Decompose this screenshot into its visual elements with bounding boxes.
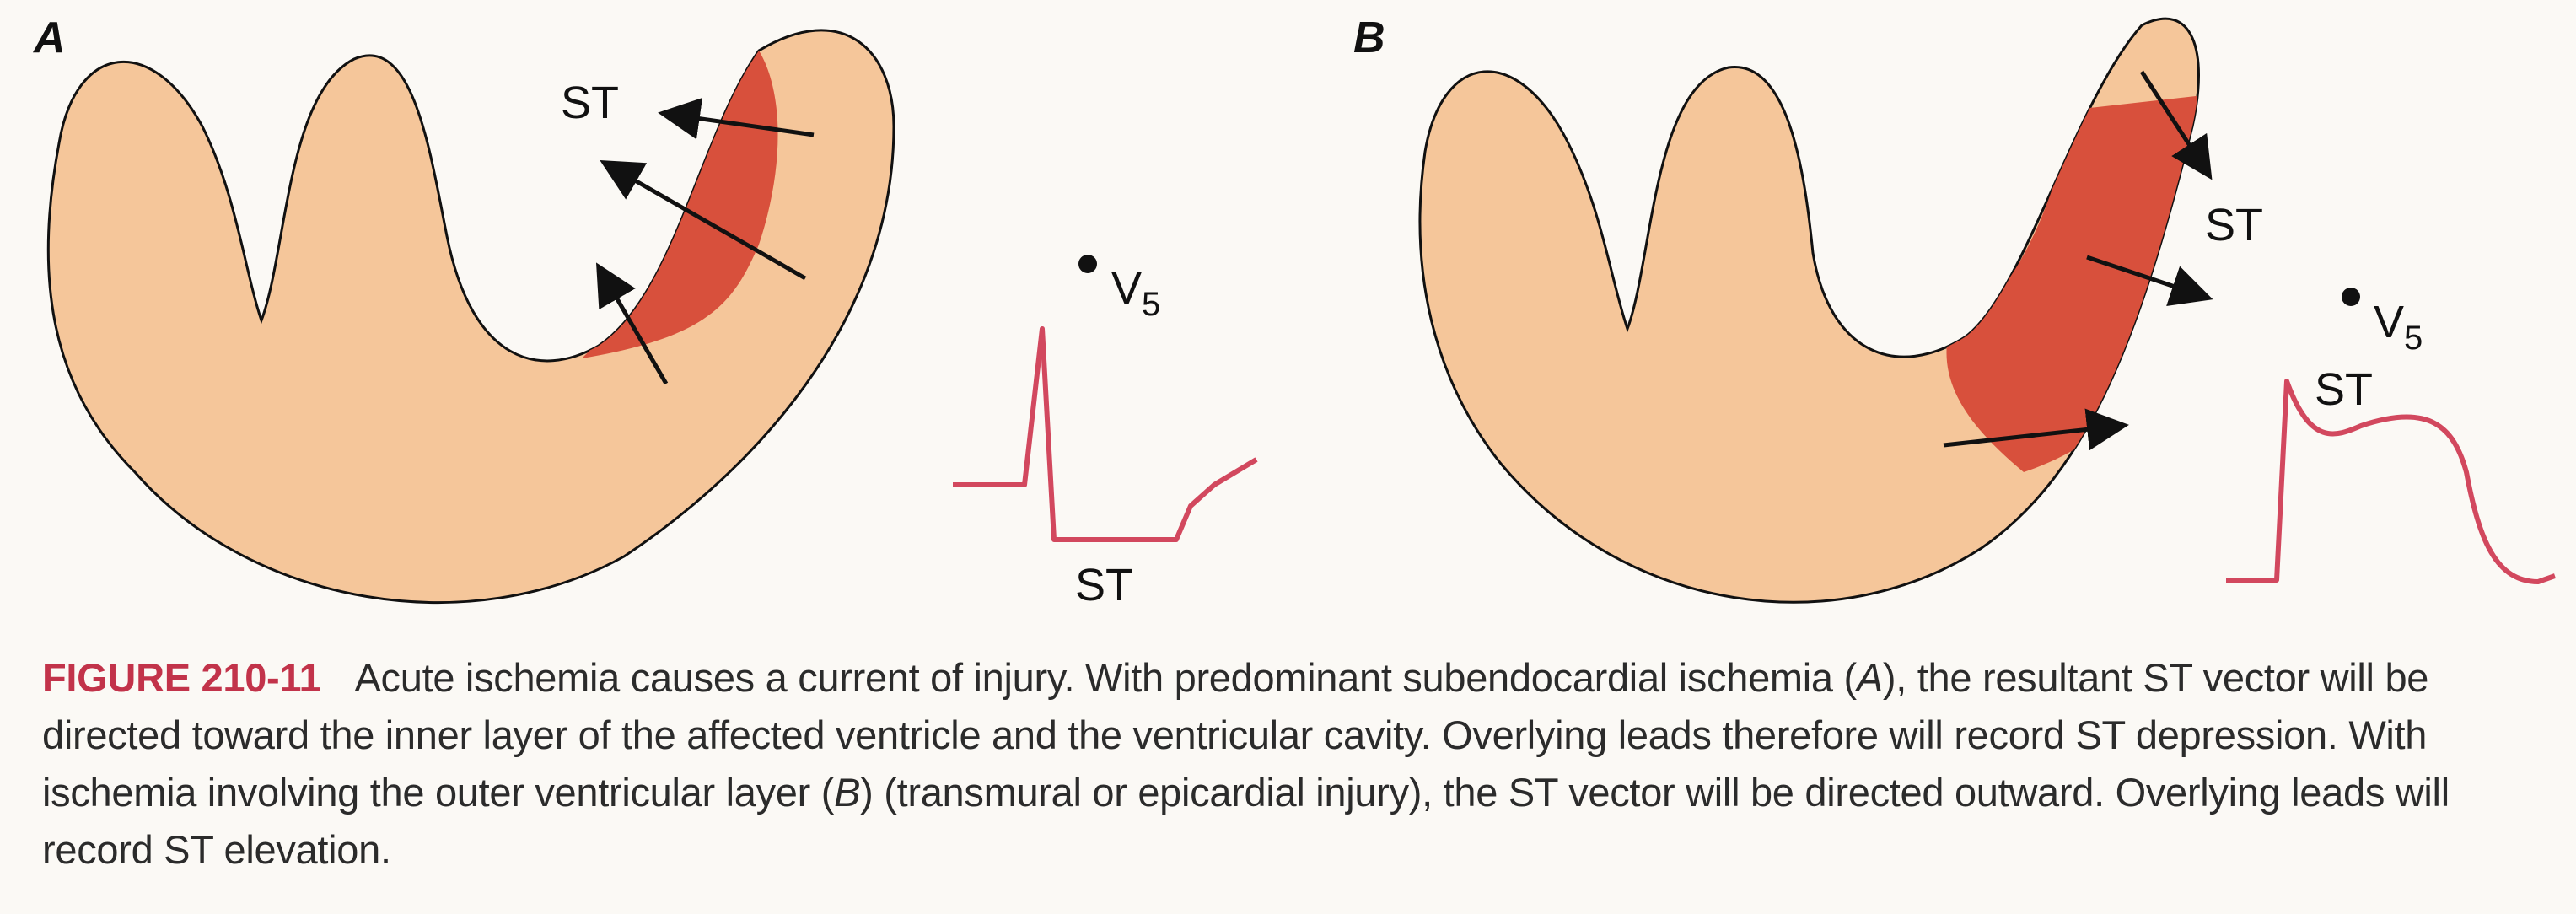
- panel-a-myocardium: [46, 29, 895, 605]
- panel-a-st-vector-1: [658, 97, 815, 140]
- panel-a-lead-label: V5: [1111, 263, 1160, 323]
- panel-a-st-label: ST: [561, 78, 619, 128]
- panel-a-st-vector-3: [595, 262, 669, 385]
- caption-text-2: ), the resultant ST vector will be direc…: [42, 655, 2429, 815]
- caption-text-3: ) (transmural or epicardial injury), the…: [42, 770, 2450, 872]
- panel-b-ecg-st-label: ST: [2315, 364, 2373, 415]
- panel-b-lead-label: V5: [2374, 297, 2423, 357]
- panel-b-st-vector-1: [2139, 70, 2213, 180]
- panel-b-st-vector-2: [2086, 255, 2213, 306]
- panel-b-st-label: ST: [2205, 200, 2263, 250]
- panel-b-st-vector-3: [1943, 408, 2129, 451]
- panel-a-ecg-trace: [953, 326, 1258, 542]
- panel-b-ecg-trace: [2226, 379, 2556, 584]
- panel-a-st-vector-2: [600, 160, 807, 281]
- panel-b-letter: B: [1353, 13, 1385, 62]
- figure-illustration: A ST V5 ST B: [32, 13, 2556, 610]
- panel-a-letter: A: [32, 13, 66, 62]
- figure-label: FIGURE 210-11: [42, 655, 321, 700]
- panel-a: A ST V5 ST: [32, 13, 1258, 610]
- lead-subscript: 5: [1142, 286, 1160, 323]
- caption-text-1: Acute ischemia causes a current of injur…: [354, 655, 1857, 700]
- panel-b: B ST V5 ST: [1353, 13, 2556, 604]
- panel-b-injury-zone: [1946, 93, 2199, 472]
- figure-caption: FIGURE 210-11 Acute ischemia causes a cur…: [42, 649, 2530, 879]
- caption-ref-a: A: [1856, 655, 1883, 700]
- lead-subscript: 5: [2404, 320, 2423, 357]
- panel-b-myocardium: [1418, 17, 2200, 604]
- panel-a-ecg-st-label: ST: [1075, 560, 1133, 610]
- panel-a-electrode-dot: [1078, 255, 1097, 273]
- panel-b-electrode-dot: [2342, 288, 2360, 306]
- caption-ref-b: B: [834, 770, 861, 815]
